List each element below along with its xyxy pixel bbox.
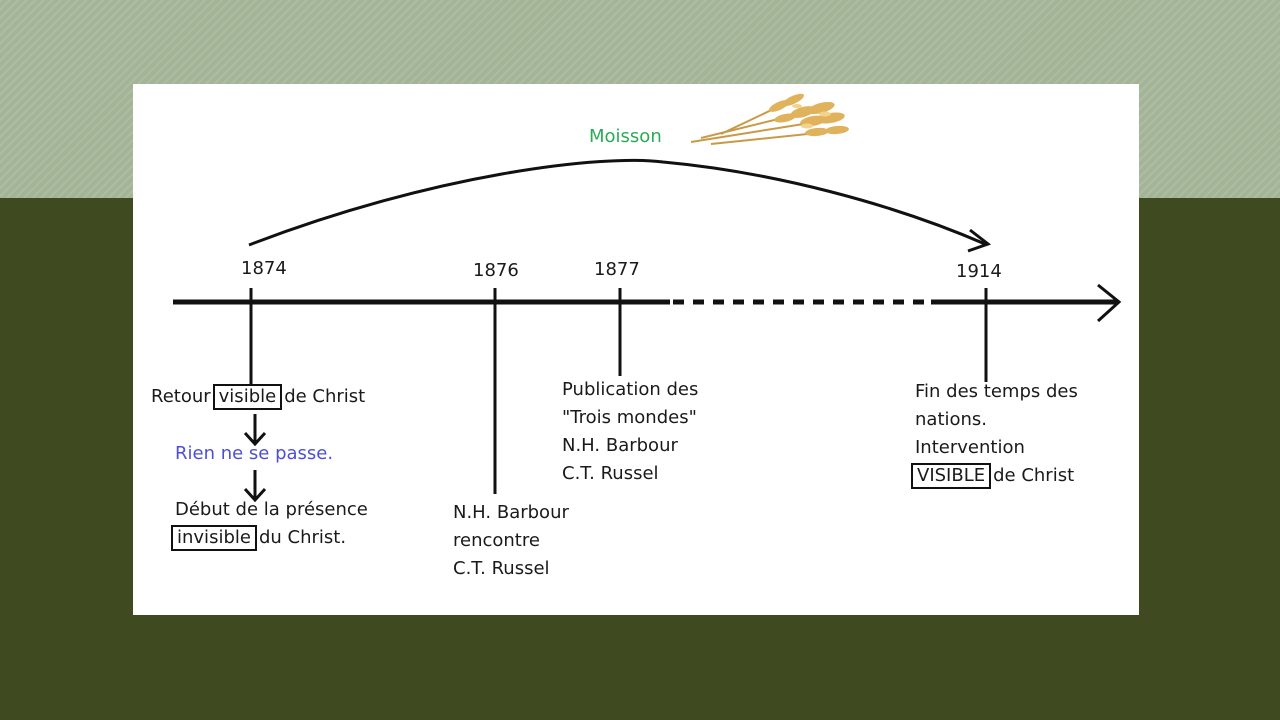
event-1877-line4: C.T. Russel bbox=[562, 460, 659, 488]
event-1874-return-post: de Christ bbox=[284, 386, 365, 407]
event-1877-line2: "Trois mondes" bbox=[562, 404, 697, 432]
event-1877-line3: N.H. Barbour bbox=[562, 432, 678, 460]
event-1877-line1: Publication des bbox=[562, 376, 698, 404]
event-1874-presence-start: Début de la présence bbox=[175, 496, 368, 524]
event-1874-visible-box: visible bbox=[213, 384, 283, 410]
event-1876-line1: N.H. Barbour bbox=[453, 499, 569, 527]
event-1914-line2: nations. bbox=[915, 406, 987, 434]
event-1914-line3: Intervention bbox=[915, 434, 1025, 462]
event-1914-line1: Fin des temps des bbox=[915, 378, 1078, 406]
year-1914-label: 1914 bbox=[956, 261, 1002, 283]
event-1876-line2: rencontre bbox=[453, 527, 540, 555]
event-1874-return-pre: Retour bbox=[151, 386, 211, 407]
harvest-arc bbox=[249, 160, 985, 245]
event-1874-invisible-post: du Christ. bbox=[259, 527, 346, 548]
event-1874-nothing: Rien ne se passe. bbox=[175, 440, 333, 468]
year-1874-label: 1874 bbox=[241, 258, 287, 280]
event-1914-visible-post: de Christ bbox=[993, 465, 1074, 486]
year-1876-label: 1876 bbox=[473, 260, 519, 282]
event-1876-line3: C.T. Russel bbox=[453, 555, 550, 583]
event-1874-invisible-box: invisible bbox=[171, 525, 257, 551]
event-1914-visible-box: VISIBLE bbox=[911, 463, 991, 489]
year-1877-label: 1877 bbox=[594, 259, 640, 281]
harvest-label: Moisson bbox=[589, 123, 662, 151]
wheat-icon bbox=[681, 84, 851, 154]
